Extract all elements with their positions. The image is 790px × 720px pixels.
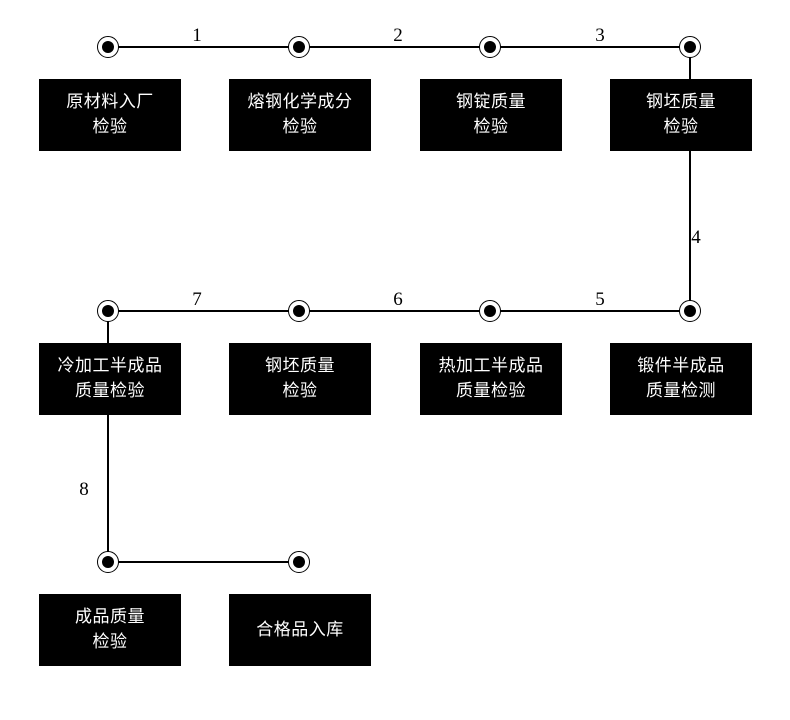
process-box-box-6[interactable]: 钢坯质量 检验 xyxy=(229,343,371,415)
node-marker-node-r2-c4[interactable] xyxy=(679,300,701,322)
process-box-box-8[interactable]: 锻件半成品 质量检测 xyxy=(610,343,752,415)
node-marker-node-r3-c1[interactable] xyxy=(97,551,119,573)
connector-line-link-7 xyxy=(108,310,299,312)
connector-line-link-5 xyxy=(490,310,690,312)
link-label-7: 7 xyxy=(192,289,202,310)
connector-line-link-9 xyxy=(108,561,299,563)
process-box-box-3[interactable]: 钢锭质量 检验 xyxy=(420,79,562,151)
link-label-3: 3 xyxy=(595,25,605,46)
link-label-8: 8 xyxy=(79,479,89,500)
process-box-box-5[interactable]: 冷加工半成品 质量检验 xyxy=(39,343,181,415)
node-marker-node-r3-c2[interactable] xyxy=(288,551,310,573)
link-label-5: 5 xyxy=(595,289,605,310)
process-box-box-4[interactable]: 钢坯质量 检验 xyxy=(610,79,752,151)
connector-line-link-1 xyxy=(108,46,299,48)
connector-line-link-6 xyxy=(299,310,490,312)
link-label-1: 1 xyxy=(192,25,202,46)
node-marker-node-r2-c3[interactable] xyxy=(479,300,501,322)
connector-line-link-2 xyxy=(299,46,490,48)
process-box-box-10[interactable]: 合格品入库 xyxy=(229,594,371,666)
connector-line-link-3 xyxy=(490,46,690,48)
process-box-box-7[interactable]: 热加工半成品 质量检验 xyxy=(420,343,562,415)
node-marker-node-r2-c1[interactable] xyxy=(97,300,119,322)
node-marker-node-r1-c2[interactable] xyxy=(288,36,310,58)
process-box-box-1[interactable]: 原材料入厂 检验 xyxy=(39,79,181,151)
connector-line-link-8 xyxy=(107,311,109,562)
link-label-2: 2 xyxy=(393,25,403,46)
node-marker-node-r1-c1[interactable] xyxy=(97,36,119,58)
link-label-6: 6 xyxy=(393,289,403,310)
node-marker-node-r1-c3[interactable] xyxy=(479,36,501,58)
node-marker-node-r2-c2[interactable] xyxy=(288,300,310,322)
process-box-box-2[interactable]: 熔钢化学成分 检验 xyxy=(229,79,371,151)
link-label-4: 4 xyxy=(691,227,701,248)
connector-line-link-4 xyxy=(689,47,691,311)
process-box-box-9[interactable]: 成品质量 检验 xyxy=(39,594,181,666)
node-marker-node-r1-c4[interactable] xyxy=(679,36,701,58)
